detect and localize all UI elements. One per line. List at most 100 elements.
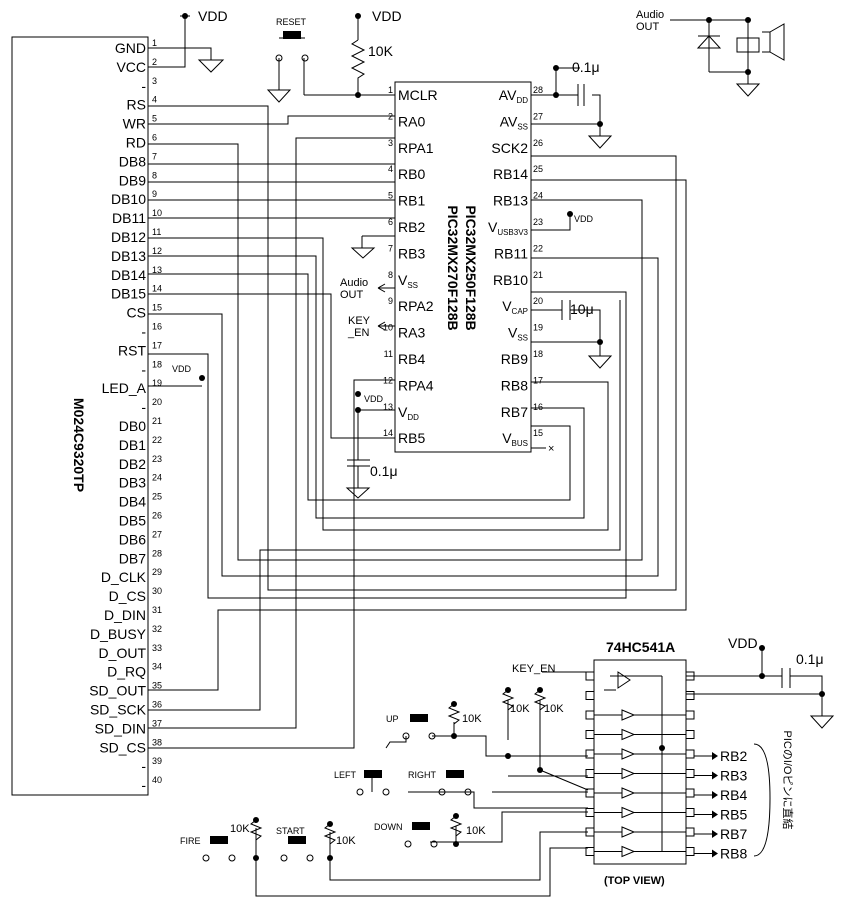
pic-pin-number-left: 14 (383, 428, 393, 438)
lcd-pin-label: D_DIN (104, 607, 146, 623)
buffer-pin-left (585, 749, 595, 759)
lcd-pin-number: 15 (152, 303, 162, 313)
reset-vdd-label: VDD (372, 8, 402, 24)
buffer-gate (621, 748, 636, 760)
audio-out-label-1: Audio (340, 277, 368, 289)
lcd-pin-number: 27 (152, 529, 162, 539)
lcd-pin-number: 29 (152, 567, 162, 577)
buffer-arrow-head (712, 791, 718, 799)
audio-out-right-1: Audio (636, 9, 664, 21)
led-vdd-label: VDD (172, 364, 192, 374)
lcd-pin-label: DB0 (119, 418, 146, 434)
buffer-pin-right (685, 691, 695, 700)
pic-pin-label-right: VCAP (502, 298, 528, 316)
buffer-side-note: PICのI/Oピンに直結 (781, 730, 795, 829)
lcd-pin-label: - (141, 758, 146, 774)
buffer-ic-body (593, 659, 687, 865)
pic-pin-label-right: RB10 (493, 272, 528, 288)
pic-pin-number-left: 13 (383, 402, 393, 412)
buffer-cap-label: 0.1μ (796, 651, 824, 667)
buffer-pin-right (685, 847, 695, 856)
lcd-pin-number: 28 (152, 548, 162, 558)
pullup-resistors (249, 689, 547, 845)
buffer-pin-right (685, 788, 695, 798)
pic-pin-number-right: 23 (533, 217, 543, 227)
pic-pin-label-right: RB7 (501, 404, 528, 420)
lcd-pin-number: 38 (152, 737, 162, 747)
buffer-top-view: (TOP VIEW) (604, 875, 665, 887)
pic-pin-number-right: 27 (533, 111, 543, 121)
buffer-arrow-head (712, 849, 718, 858)
lcd-pin-label: SD_CS (99, 739, 146, 755)
lcd-pin-number: 35 (152, 681, 162, 691)
pic-pin-label-left: RB1 (398, 193, 425, 209)
lcd-pin-number: 16 (152, 322, 162, 332)
buffer-arrow-head (712, 752, 718, 760)
lcd-pin-label: RST (118, 342, 146, 358)
lcd-pin-number: 19 (152, 378, 162, 388)
pic-pin-label-right: VSS (508, 325, 528, 343)
pic-pin-label-left: RB3 (398, 245, 425, 261)
pic-pin-number-left: 4 (388, 164, 393, 174)
right-button-label: RIGHT (408, 770, 437, 780)
pic-pin-label-right: SCK2 (491, 140, 528, 156)
pic-pin-number-right: 28 (533, 85, 543, 95)
buffer-pin-right (685, 749, 695, 759)
lcd-pin-label: - (141, 399, 146, 415)
right-switch (438, 770, 472, 796)
buffer-pin-left (585, 730, 595, 739)
lcd-pin-label: SD_DIN (95, 720, 146, 736)
lcd-pin-label: VCC (116, 59, 146, 75)
lcd-pin-number: 37 (152, 718, 162, 728)
buffer-output-label: RB2 (720, 748, 747, 764)
lcd-pin-label: - (141, 78, 146, 94)
pic-part-name-2: PIC32MX270F128B (445, 205, 461, 330)
pic-pin-label-left: RA3 (398, 325, 425, 341)
lcd-pin-label: DB6 (119, 531, 146, 547)
pic-pin-label-right: RB11 (494, 245, 528, 261)
left-resistor-label: 10K (544, 703, 564, 715)
usb-vdd-label: VDD (574, 214, 594, 224)
lcd-pin-number: 23 (152, 454, 162, 464)
lcd-pin-number: 14 (152, 284, 162, 294)
pic-pin-number-right: 21 (533, 270, 543, 280)
vcap-cap-label: 10μ (570, 301, 594, 317)
pic-pin-number-left: 9 (388, 296, 393, 306)
buffer-key-en-label: KEY_EN (512, 663, 555, 675)
lcd-pin-number: 22 (152, 435, 162, 445)
pic-pin-label-left: RB5 (398, 430, 425, 446)
pic-pin-number-right: 26 (533, 138, 543, 148)
buffer-pin-left (585, 710, 595, 720)
pic-pin-label-right: VUSB3V3 (488, 219, 529, 237)
lcd-pin-number: 18 (152, 359, 162, 369)
right-resistor-label: 10K (510, 703, 530, 715)
lcd-pin-number: 17 (152, 340, 162, 350)
lcd-pin-label: DB11 (112, 210, 146, 226)
pic-pin-label-left: RB4 (398, 351, 425, 367)
pic-pin-label-left: MCLR (398, 87, 438, 103)
lcd-pin-number: 11 (152, 227, 161, 237)
start-switch (280, 836, 314, 862)
left-switch (356, 770, 390, 796)
buffer-part-name: 74HC541A (606, 639, 675, 655)
lcd-pin-number: 13 (152, 265, 162, 275)
buffer-pin-right (685, 827, 695, 837)
lcd-pin-label: DB1 (119, 437, 146, 453)
buffer-output-label: RB5 (720, 807, 747, 823)
lcd-pin-number: 32 (152, 624, 162, 634)
down-resistor-label: 10K (466, 825, 486, 837)
lcd-pin-label: - (141, 777, 146, 793)
buffer-gate (621, 826, 636, 838)
key-en-label-2: _EN (347, 327, 369, 339)
lcd-pin-number: 40 (152, 775, 162, 785)
lcd-pin-label: DB9 (119, 172, 146, 188)
lcd-pin-number: 1 (152, 38, 157, 48)
lcd-pin-label: DB12 (111, 229, 146, 245)
lcd-pin-label: DB3 (119, 475, 146, 491)
lcd-pin-label: GND (115, 40, 146, 56)
lcd-pin-number: 21 (152, 416, 162, 426)
mclr-resistor-label: 10K (368, 43, 394, 59)
buffer-arrow-head (712, 810, 718, 819)
buffer-pin-right (685, 710, 695, 720)
lcd-pin-number: 26 (152, 511, 162, 521)
